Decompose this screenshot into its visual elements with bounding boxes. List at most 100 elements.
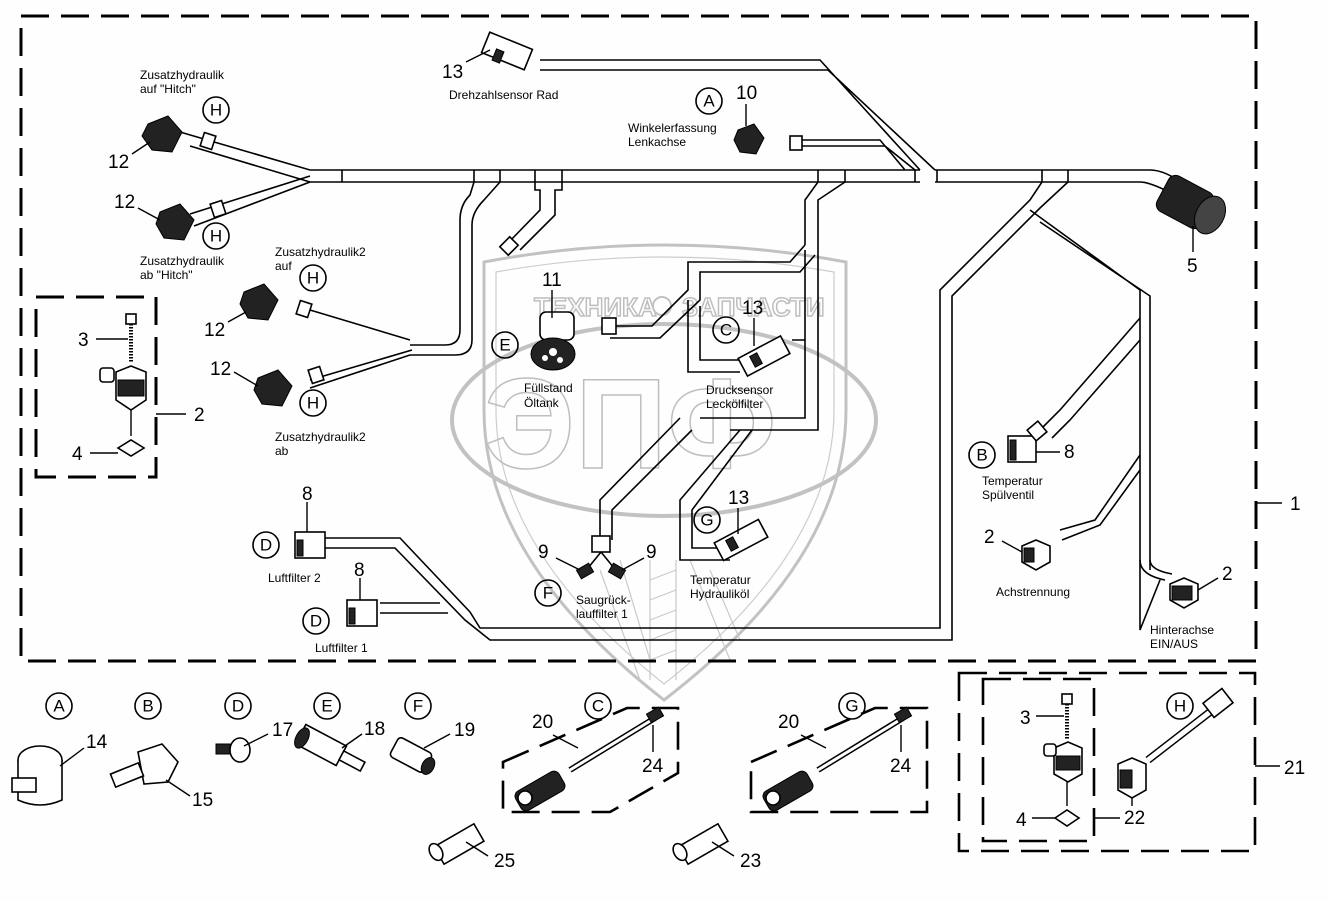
drawing-rect [713, 518, 769, 562]
drawing-ellipse [428, 842, 444, 862]
drawing-ellipse [1193, 195, 1227, 235]
connector-5[interactable]: 5 [1154, 173, 1232, 277]
connector-12b[interactable]: 12 Zusatzhydraulik ab "Hitch" [114, 192, 227, 282]
part-14[interactable]: A 14 [11, 692, 108, 806]
drawing-rect [215, 743, 231, 755]
callout-text: 24 [890, 756, 912, 777]
drawing-rect [337, 749, 367, 773]
ref-circle-d-1: D [252, 531, 280, 559]
drawing-rect [575, 562, 595, 580]
drawing-circle [404, 692, 432, 720]
watermark-brand-big: ЭПФ [484, 353, 776, 496]
drawing-path [189, 175, 311, 227]
drawing-rect [491, 48, 505, 64]
drawing-rect [645, 706, 665, 724]
drawing-circle [695, 87, 723, 115]
drawing-line [1146, 710, 1212, 762]
drawing-line [137, 207, 161, 221]
drawing-rect [981, 677, 1096, 843]
connector-2a[interactable]: 2 Achstrennung [984, 527, 1070, 599]
callout-text: E [499, 336, 510, 355]
callout-text: B [142, 697, 153, 716]
harness-wires [179, 59, 1186, 641]
drawing-path [1139, 559, 1173, 581]
drawing-path [679, 429, 753, 561]
drawing-line [341, 733, 363, 749]
item-number-1: 1 [1290, 494, 1301, 515]
part-23[interactable]: 23 [670, 822, 761, 872]
connector-8a[interactable]: 8 Temperatur Spülventil [982, 420, 1075, 502]
connector-10-number: 10 [736, 83, 757, 104]
drawing-rect [1171, 585, 1193, 601]
connector-13b[interactable]: 13 Drucksensor Leckölfilter [706, 298, 791, 411]
drawing-circle [517, 790, 533, 806]
ref-circle-h-1: H [202, 96, 230, 124]
part-25[interactable]: 25 [426, 822, 515, 872]
drawing-polygon [253, 369, 293, 407]
connector-13c[interactable]: 13 Temperatur Hydrauliköl [690, 488, 769, 601]
part-20-g[interactable]: G 20 24 [749, 692, 929, 814]
ref-circle-f: F [534, 579, 562, 607]
drawing-circle [968, 441, 996, 469]
solenoid-kit-left: 3 4 2 [34, 295, 205, 479]
callout-text: C [592, 697, 604, 716]
drawing-path [482, 243, 848, 702]
part-19[interactable]: F 19 [389, 692, 475, 777]
kit-21-box-number: 21 [1284, 758, 1305, 779]
connector-8c[interactable]: 8 Luftfilter 1 [315, 560, 378, 655]
drawing-path [501, 706, 680, 814]
drawing-rect [539, 311, 575, 341]
drawing-circle [202, 222, 230, 250]
connector-11-number: 11 [542, 270, 562, 291]
drawing-polygon [1053, 809, 1081, 827]
connector-13a[interactable]: 13 Drehzahlsensor Rad [442, 31, 558, 102]
ref-circle-a: A [695, 87, 723, 115]
drawing-line [465, 49, 491, 63]
connector-11[interactable]: 11 Füllstand Öltank [524, 270, 617, 410]
connector-9[interactable]: 9 9 Saugrück- lauffilter 1 [538, 535, 657, 621]
drawing-ellipse [229, 737, 251, 763]
drawing-rect [480, 31, 534, 71]
connector-12b-label-2: ab "Hitch" [140, 268, 193, 282]
drawing-polygon [239, 283, 279, 321]
drawing-path [649, 569, 677, 661]
drawing-path [587, 551, 615, 569]
drawing-line [165, 779, 191, 797]
kit-21[interactable]: 3 4 22 H 21 [957, 671, 1305, 853]
drawing-path [610, 244, 816, 339]
connector-12c-label-2: auf [275, 259, 292, 273]
callout-text: C [720, 321, 732, 340]
callout-text: B [976, 446, 987, 465]
callout-text: H [307, 269, 319, 288]
drawing-path [1029, 209, 1161, 631]
part-20-c[interactable]: C 20 24 [501, 692, 680, 814]
drawing-circle [542, 355, 548, 361]
connector-8c-label-1: Luftfilter 1 [315, 641, 368, 655]
connector-12c-number: 12 [204, 320, 225, 341]
drawing-rect [296, 539, 304, 557]
drawing-circle [584, 692, 612, 720]
connector-8b[interactable]: 8 Luftfilter 2 [268, 484, 326, 585]
connector-12d[interactable]: 12 Zusatzhydraulik2 ab [210, 359, 366, 458]
part-15[interactable]: B 15 [109, 692, 213, 811]
connector-12a[interactable]: 12 Zusatzhydraulik auf "Hitch" [108, 68, 225, 173]
loose-parts: A 14 B 15 D 17 E [11, 692, 929, 872]
part-17[interactable]: D 17 [215, 692, 293, 763]
callout-text: 14 [86, 732, 108, 753]
connector-12c[interactable]: 12 Zusatzhydraulik2 auf [204, 245, 366, 341]
drawing-path [599, 417, 693, 540]
drawing-rect [748, 352, 764, 368]
drawing-circle [557, 357, 563, 363]
drawing-circle [302, 607, 330, 635]
drawing-circle [491, 331, 519, 359]
part-18[interactable]: E 18 [292, 692, 386, 773]
callout-text: H [307, 394, 319, 413]
connector-2b[interactable]: 2 Hinterachse EIN/AUS [1150, 564, 1233, 651]
drawing-rect [99, 367, 115, 383]
callout-text: 20 [778, 712, 799, 733]
drawing-path [380, 602, 448, 614]
connector-11-label-1: Füllstand [524, 381, 573, 395]
callout-text: A [53, 697, 65, 716]
drawing-line [621, 557, 645, 571]
connector-10[interactable]: 10 Winkelerfassung Lenkachse [628, 83, 803, 155]
